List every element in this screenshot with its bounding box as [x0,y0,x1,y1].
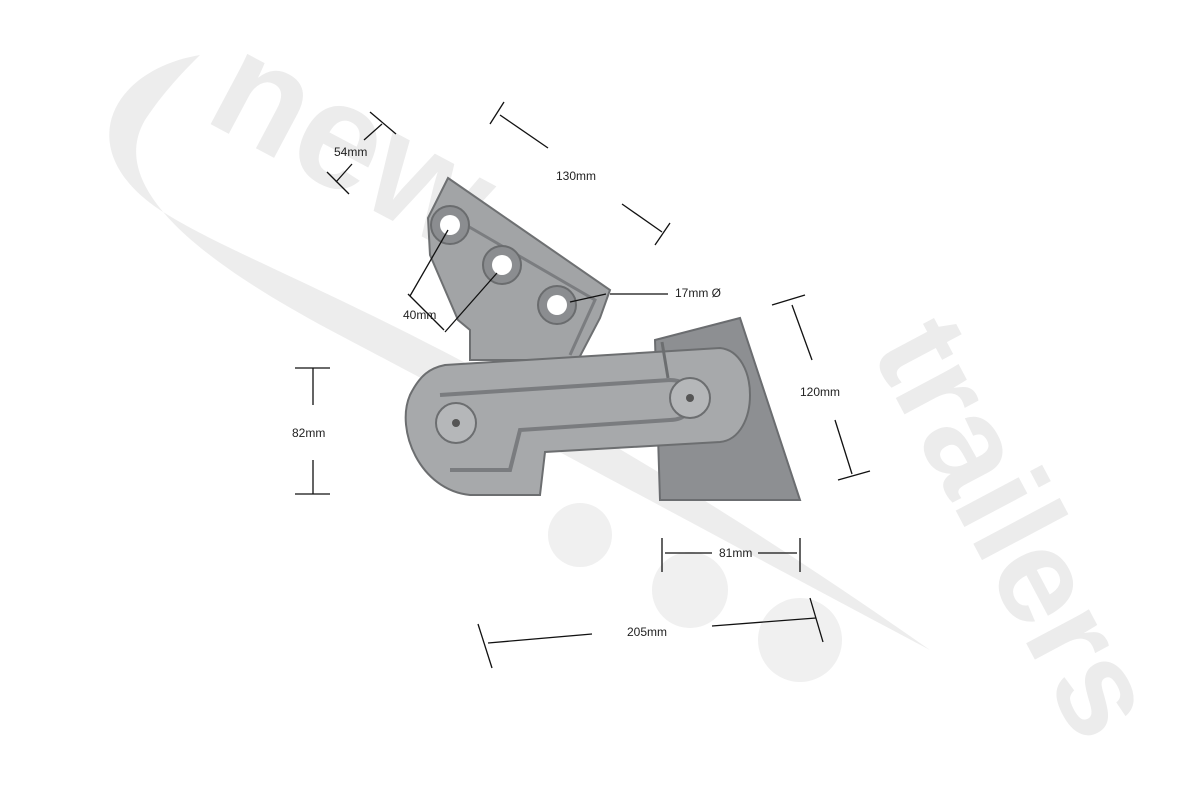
dimension-labels: 54mm 130mm 40mm 17mm Ø 82mm 120mm 81mm 2… [292,145,840,639]
label-17mm: 17mm Ø [675,286,721,300]
label-130mm: 130mm [556,169,596,183]
pivot-left-center [452,419,460,427]
label-82mm: 82mm [292,426,325,440]
label-54mm: 54mm [334,145,367,159]
hole-3-inner [547,295,567,315]
pin-top [660,341,670,379]
watermark-dot-3 [758,598,842,682]
label-40mm: 40mm [403,308,436,322]
watermark-trailers: trailers [845,293,1190,761]
hole-2-inner [492,255,512,275]
watermark-dot-2 [652,552,728,628]
mounting-holes [430,205,577,325]
label-205mm: 205mm [627,625,667,639]
lever-arm [404,346,751,496]
hole-1-inner [440,215,460,235]
dimension-lines [295,101,871,669]
bracket-product [404,176,802,501]
pivot-right-center [686,394,694,402]
watermark-dot-1 [548,503,612,567]
label-120mm: 120mm [800,385,840,399]
upper-plate-rib [439,208,597,356]
label-81mm: 81mm [719,546,752,560]
